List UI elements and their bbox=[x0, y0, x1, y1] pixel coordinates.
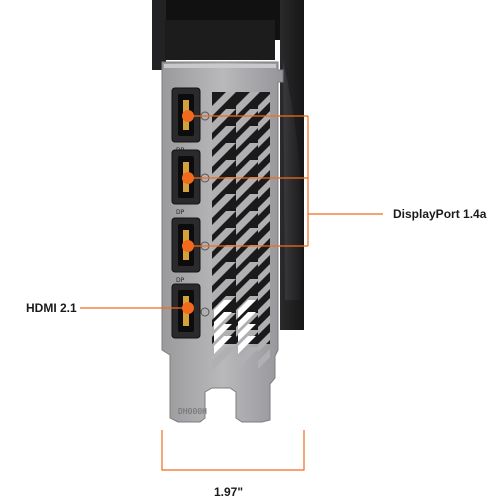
vent-slat bbox=[236, 245, 260, 269]
vent-slat bbox=[236, 143, 260, 167]
vent-slat bbox=[258, 247, 270, 267]
vent-slat bbox=[212, 245, 236, 269]
vent-open-slot bbox=[238, 312, 256, 330]
vent-slat bbox=[258, 162, 270, 182]
port-symbol: DP bbox=[176, 209, 185, 216]
vent-slat bbox=[258, 332, 270, 352]
bracket-width-label: 1.97" bbox=[214, 485, 244, 499]
vent-slat bbox=[212, 279, 236, 303]
vent-slat bbox=[212, 109, 236, 133]
vent-slat bbox=[236, 347, 260, 371]
vent-slat bbox=[212, 126, 236, 150]
vent-slat bbox=[258, 94, 270, 114]
vent-slat bbox=[236, 279, 260, 303]
vent-open-slot bbox=[214, 336, 232, 354]
vent-slat bbox=[212, 211, 236, 235]
vent-slat bbox=[212, 194, 236, 218]
vent-open-slot bbox=[214, 312, 232, 330]
vent-slat bbox=[258, 196, 270, 216]
vent-slat bbox=[258, 179, 270, 199]
vent-slat bbox=[236, 109, 260, 133]
vent-grille bbox=[212, 92, 270, 371]
vent-slat bbox=[258, 213, 270, 233]
vent-slat bbox=[236, 194, 260, 218]
callout-lines bbox=[80, 115, 383, 471]
vent-slat bbox=[258, 128, 270, 148]
callout-dots bbox=[182, 110, 194, 314]
bracket-stamp: DH000H bbox=[178, 407, 207, 416]
displayport-label: DisplayPort 1.4a bbox=[393, 207, 487, 221]
vent-slat bbox=[212, 347, 236, 371]
vent-open-slot bbox=[238, 336, 256, 354]
screw-icon bbox=[200, 307, 210, 317]
vent-slat bbox=[236, 92, 260, 116]
vent-slat bbox=[236, 177, 260, 201]
vent-slat bbox=[236, 262, 260, 286]
vent-slat bbox=[258, 349, 270, 369]
vent-slat bbox=[212, 262, 236, 286]
vent-slat bbox=[258, 298, 270, 318]
vent-slat bbox=[212, 92, 236, 116]
vent-slat bbox=[258, 315, 270, 335]
vent-slat bbox=[258, 145, 270, 165]
vent-slat bbox=[258, 230, 270, 250]
vent-open-slot bbox=[214, 300, 232, 318]
vent-open-slot bbox=[238, 324, 256, 342]
vent-slat bbox=[212, 143, 236, 167]
port-symbol: DP bbox=[176, 277, 185, 284]
vent-slat bbox=[212, 177, 236, 201]
vent-open-slot bbox=[238, 300, 256, 318]
card-body bbox=[152, 0, 304, 330]
vent-slat bbox=[258, 281, 270, 301]
vent-slat bbox=[236, 211, 260, 235]
vent-open-slot bbox=[214, 324, 232, 342]
hdmi-label: HDMI 2.1 bbox=[26, 301, 77, 315]
vent-slat bbox=[236, 126, 260, 150]
vent-slat bbox=[258, 264, 270, 284]
